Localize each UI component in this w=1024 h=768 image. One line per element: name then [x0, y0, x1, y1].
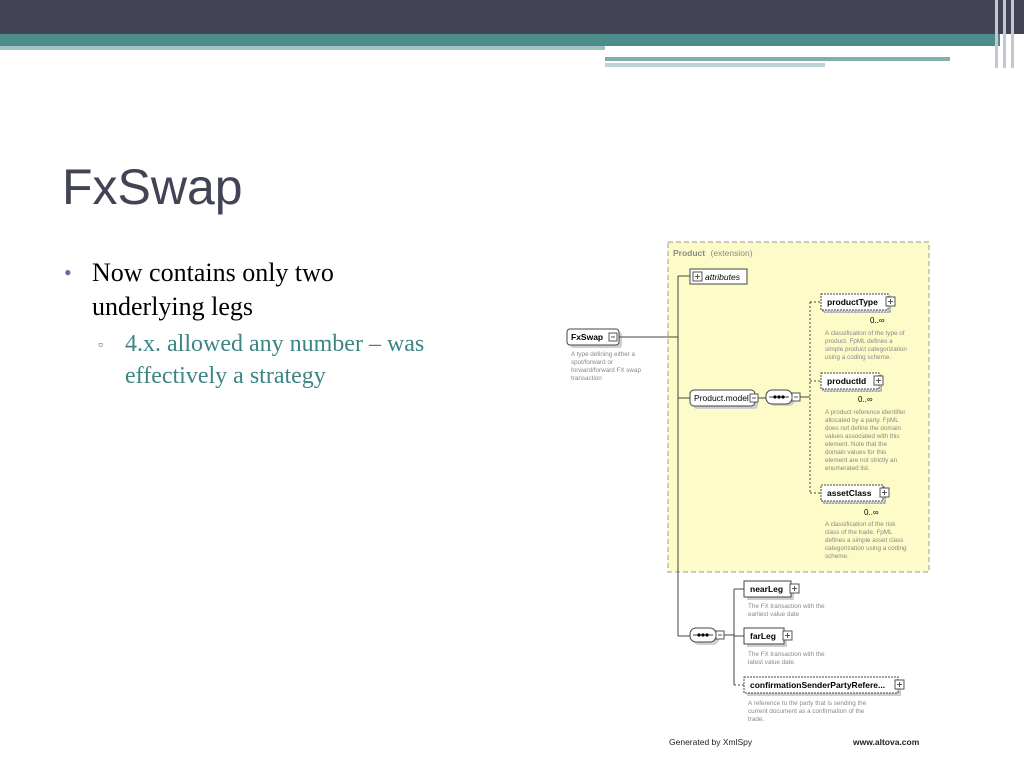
element-desc-line: does not define the domain — [825, 425, 901, 432]
svg-text:A type defining either a s: A type defining either a spot/forward or… — [571, 351, 643, 382]
extension-suffix: (extension) — [711, 248, 753, 258]
element-desc-line: enumerated list. — [825, 465, 870, 472]
header-stripe — [0, 46, 605, 50]
bullet-text: Now contains only two underlying legs — [92, 258, 334, 321]
svg-text:A reference to the party that: A reference to the party that is sending… — [748, 700, 868, 723]
leg-desc-line: latest value date. — [748, 659, 796, 666]
sub-bullet-marker: ▫ — [98, 338, 103, 353]
svg-text:A classification of the type o: A classification of the type of product.… — [825, 330, 909, 361]
svg-text:The FX transaction with the: The FX transaction with the latest value… — [748, 651, 826, 666]
leg-desc-line: A reference to the party that is sending… — [748, 700, 867, 707]
header-divider — [1003, 0, 1006, 68]
svg-text:A product reference identifier: A product reference identifier allocated… — [825, 409, 907, 472]
leg-desc-line: earliest value date — [748, 611, 800, 618]
element-desc-line: class of the trade. FpML — [825, 529, 893, 536]
element-desc-line: simple product categorization — [825, 346, 907, 353]
leg-desc-line: current document as a confirmation of th… — [748, 708, 865, 715]
element-desc-line: using a coding scheme. — [825, 354, 891, 361]
leg-label: confirmationSenderPartyRefere... — [750, 680, 885, 690]
element-desc-line: allocated by a party. FpML — [825, 417, 899, 424]
product-model-label: Product.model — [694, 393, 749, 403]
element-label: productId — [827, 376, 866, 386]
header-bar — [0, 0, 1024, 34]
root-node-label: FxSwap — [571, 332, 603, 342]
element-cardinality: 0..∞ — [870, 316, 885, 325]
vendor-url: www.altova.com — [852, 737, 920, 747]
leg-desc-line: trade. — [748, 716, 764, 723]
header-stripe — [605, 63, 825, 67]
element-desc-line: scheme. — [825, 553, 849, 560]
leg-desc-line: The FX transaction with the — [748, 651, 825, 658]
element-desc-line: element are not strictly an — [825, 457, 898, 464]
element-desc-line: element. Note that the — [825, 441, 887, 448]
element-desc-line: categorization using a coding — [825, 545, 907, 552]
element-cardinality: 0..∞ — [858, 395, 873, 404]
generator-credit: Generated by XmlSpy — [669, 737, 753, 747]
header-stripe — [605, 57, 950, 61]
leg-label: farLeg — [750, 631, 776, 641]
element-desc-line: domain values for this — [825, 449, 886, 456]
header-accent-band — [0, 34, 1000, 46]
element-desc-line: values associated with this — [825, 433, 900, 440]
attributes-label: attributes — [705, 272, 741, 282]
header-divider — [995, 0, 998, 68]
element-desc-line: defines a simple asset class — [825, 537, 903, 544]
root-desc-line: forward/forward FX swap — [571, 367, 641, 374]
sub-bullet-text: 4.x. allowed any number – was effectivel… — [125, 331, 425, 389]
element-cardinality: 0..∞ — [864, 508, 879, 517]
root-desc-line: spot/forward or — [571, 359, 613, 366]
element-desc-line: product. FpML defines a — [825, 338, 893, 345]
svg-text:Product (extension): Product (extension) — [673, 248, 753, 258]
element-label: productType — [827, 297, 878, 307]
element-desc-line: A classification of the risk — [825, 521, 896, 528]
element-label: assetClass — [827, 488, 872, 498]
leg-label: nearLeg — [750, 584, 783, 594]
header-divider — [1011, 0, 1014, 68]
svg-text:A classification of the risk: A classification of the risk class of th… — [825, 521, 908, 560]
element-desc-line: A product reference identifier — [825, 409, 906, 416]
bullet-marker: • — [64, 260, 72, 285]
leg-desc-line: The FX transaction with the — [748, 603, 825, 610]
root-desc-line: A type defining either a — [571, 351, 636, 358]
extension-label: Product — [673, 248, 705, 258]
svg-text:The FX transaction with the: The FX transaction with the earliest val… — [748, 603, 826, 618]
element-desc-line: A classification of the type of — [825, 330, 905, 337]
slide-title: FxSwap — [62, 159, 243, 215]
root-desc-line: transaction — [571, 375, 602, 382]
